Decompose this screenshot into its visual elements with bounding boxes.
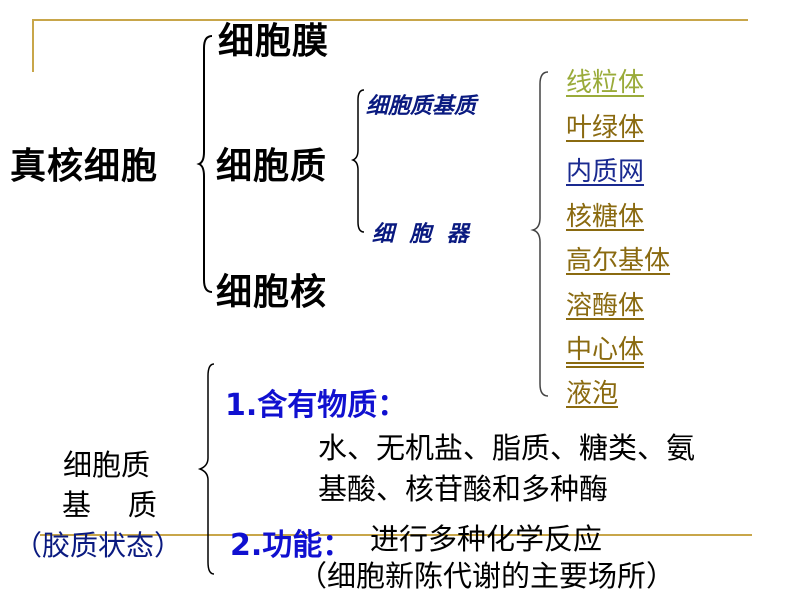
organelle-brace-icon xyxy=(530,71,549,397)
matrix-title-line2: 基 质 xyxy=(62,488,157,522)
cell-membrane-label: 细胞膜 xyxy=(218,21,330,62)
nucleus-label: 细胞核 xyxy=(216,272,328,313)
left-decor-line xyxy=(32,19,34,72)
cytoplasm-matrix-label: 细胞质基质 xyxy=(366,93,477,119)
organelle-lysosome[interactable]: 溶酶体 xyxy=(566,291,645,321)
top-decor-line xyxy=(32,19,748,21)
item2-note: （细胞新陈代谢的主要场所） xyxy=(298,559,676,593)
organelle-er[interactable]: 内质网 xyxy=(566,157,645,187)
matrix-title-line3: （胶质状态） xyxy=(14,529,183,562)
matrix-title-line1: 细胞质 xyxy=(63,448,151,482)
item1-line1: 水、无机盐、脂质、糖类、氨 xyxy=(318,431,696,465)
organelle-vacuole[interactable]: 液泡 xyxy=(566,379,619,409)
item2-heading: 2.功能： xyxy=(230,528,353,563)
organelles-label: 细 胞 器 xyxy=(372,221,469,247)
item1-heading: 1.含有物质： xyxy=(225,388,408,423)
root-label: 真核细胞 xyxy=(10,146,159,187)
bottom-decor-line xyxy=(40,534,752,536)
organelle-centrosome[interactable]: 中心体 xyxy=(566,329,645,368)
cytoplasm-label: 细胞质 xyxy=(216,146,328,187)
organelle-golgi[interactable]: 高尔基体 xyxy=(566,246,671,276)
organelle-mitochondria[interactable]: 线粒体 xyxy=(566,68,645,98)
organelle-ribosome[interactable]: 核糖体 xyxy=(566,202,645,232)
item2-text: 进行多种化学反应 xyxy=(370,522,603,556)
main-brace-icon xyxy=(196,35,213,293)
cytoplasm-brace-icon xyxy=(350,89,365,233)
organelle-chloroplast[interactable]: 叶绿体 xyxy=(566,113,645,143)
matrix-brace-icon xyxy=(197,363,215,575)
item1-line2: 基酸、核苷酸和多种酶 xyxy=(318,472,609,506)
